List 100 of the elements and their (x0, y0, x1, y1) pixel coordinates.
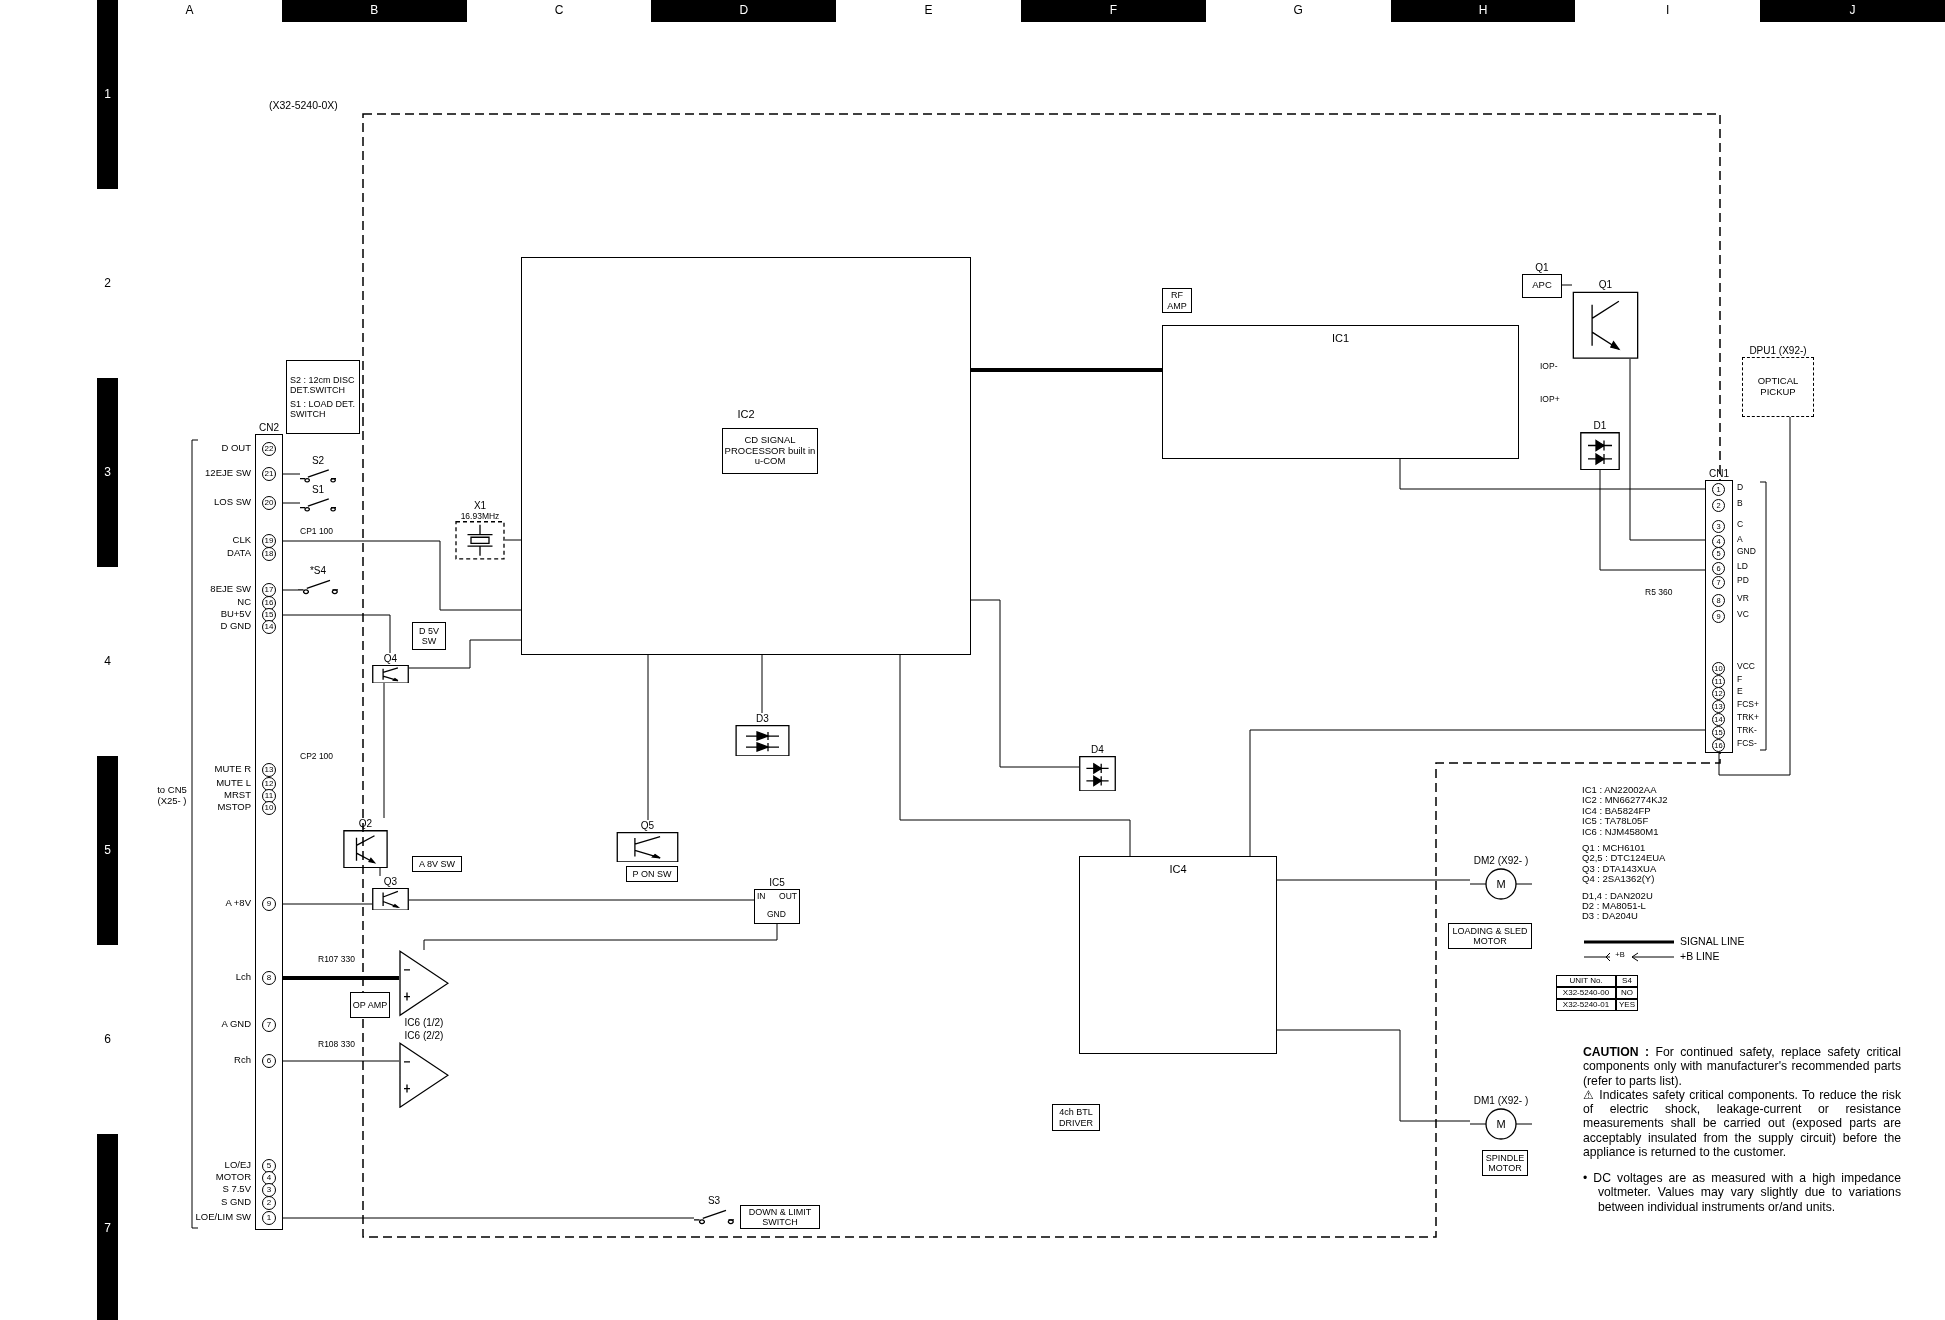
grid-reference: 7 (97, 1134, 118, 1320)
wire (283, 976, 399, 980)
wire (282, 1060, 400, 1062)
wire (1276, 1029, 1471, 1122)
block-label: APC (1532, 280, 1552, 292)
component-label: Q1 (1535, 262, 1549, 274)
pin-name: MOTOR (214, 1172, 251, 1183)
parts-list-entry: IC6 : NJM4580M1 (1582, 826, 1660, 838)
block-label: RF AMP (1166, 290, 1188, 311)
component-label: D3 (756, 713, 769, 725)
pin-name: Lch (234, 972, 251, 983)
table-cell: X32-5240-00 (1556, 987, 1616, 999)
note-text: • DC voltages are as measured with a high impedance voltmeter. Values may vary slightly due to variations between individual instruments or/and units. (1583, 1171, 1901, 1214)
parts-list-entry: IC4 : BA5824FP (1582, 805, 1652, 817)
grid-reference: H (1390, 0, 1576, 22)
grid-reference: D (651, 0, 837, 22)
function-box (722, 428, 818, 474)
caution-text: CAUTION : For continued safety, replace safety critical components only with manufacturer's recommended parts (refer to parts list). (1583, 1045, 1901, 1088)
pin-name: GND (1737, 547, 1757, 557)
wire (282, 473, 301, 475)
component-label: DPU1 (X92-) (1749, 345, 1807, 357)
pin-name: VC (1737, 610, 1750, 620)
parts-list-entry: Q4 : 2SA1362(Y) (1582, 874, 1656, 886)
motor-letter: M (1495, 1117, 1507, 1131)
block-label: S1 : LOAD DET. SWITCH (290, 398, 356, 420)
grid-reference: 1 (97, 0, 118, 189)
component-label: IC6 (2/2) (404, 1030, 444, 1042)
wire (282, 540, 522, 611)
block-label: OPTICAL PICKUP (1756, 375, 1800, 398)
pin-label: IN (757, 891, 766, 902)
wire (282, 589, 299, 591)
grid-reference: 5 (97, 756, 118, 945)
function-box (740, 1205, 820, 1229)
component-value: R108 330 (318, 1040, 356, 1050)
wire (647, 654, 649, 821)
wire (282, 903, 373, 905)
wire (1399, 458, 1706, 490)
wire (970, 599, 1080, 768)
pin-name: FCS+ (1737, 700, 1760, 710)
pin-name: LOE/LIM SW (194, 1212, 251, 1223)
pin-name: PD (1737, 576, 1750, 586)
grid-reference: J (1760, 0, 1945, 22)
component-label: Q2 (358, 818, 373, 830)
function-box (626, 866, 678, 882)
wire (423, 923, 778, 951)
wire (383, 682, 385, 819)
pin-name: A +8V (224, 898, 251, 909)
pin-name: DATA (226, 548, 251, 559)
block-label: LOADING & SLED MOTOR (1451, 925, 1529, 947)
grid-reference: B (281, 0, 467, 22)
parts-list-entry: D2 : MA8051-L (1582, 901, 1647, 912)
component-label: X1 (473, 500, 487, 512)
block-label: CD SIGNAL PROCESSOR built in u-COM (723, 434, 817, 468)
pin-name: MUTE R (213, 764, 251, 775)
pin-name: S 7.5V (221, 1184, 251, 1195)
wire (408, 639, 522, 669)
test-point-label: IOP- (1540, 362, 1559, 372)
parts-list-entry: Q1 : MCH6101 (1582, 843, 1647, 854)
pin-name: MSTOP (216, 802, 251, 813)
parts-list-entry: IC1 : AN22002AA (1582, 785, 1658, 796)
ic-block (521, 257, 971, 655)
component-label: IC5 (769, 877, 785, 889)
block-label: DOWN & LIMIT SWITCH (747, 1206, 813, 1228)
pin-label: OUT (779, 891, 797, 902)
component-label: CN2 (259, 422, 279, 434)
wire (1276, 879, 1471, 881)
motor-letter: M (1495, 877, 1507, 891)
wire (1561, 284, 1573, 286)
block-label: D 5V SW (418, 625, 440, 647)
pin-name: BU+5V (219, 609, 251, 620)
block-label: S2 : 12cm DISC DET.SWITCH (290, 374, 356, 396)
component-label: 16.93MHz (460, 511, 500, 522)
pin-name: F (1737, 675, 1744, 685)
parts-list-entry: IC2 : MN662774KJ2 (1582, 795, 1669, 807)
component-label: IC6 (1/2) (404, 1016, 444, 1028)
pin-label: GND (767, 909, 786, 920)
component-label: CN1 (1709, 468, 1729, 480)
pin-name: 12EJE SW (204, 468, 251, 479)
pin-name: C (1737, 520, 1745, 530)
component-label: S1 (311, 484, 325, 496)
component-value: CP1 100 (300, 527, 335, 537)
pin-name: Rch (233, 1055, 251, 1066)
wire (1249, 729, 1706, 857)
pin-name: CLK (231, 535, 251, 546)
pin-name: B (1737, 499, 1744, 509)
wire (282, 1217, 695, 1219)
component-label: D1 (1593, 420, 1607, 432)
component-label: S2 (311, 455, 325, 467)
pin-name: 8EJE SW (209, 584, 251, 595)
block-label: P ON SW (632, 868, 672, 880)
pin-name: LO/EJ (223, 1160, 251, 1171)
wire (899, 654, 1131, 857)
block-label: IC4 (1169, 863, 1187, 876)
wire (282, 614, 391, 654)
board-number: (X32-5240-0X) (269, 99, 339, 112)
table-cell: YES (1616, 999, 1638, 1011)
pin-name: E (1737, 687, 1744, 697)
wire (761, 654, 763, 714)
block-label: OP AMP (352, 999, 388, 1011)
pin-name: LD (1737, 562, 1749, 572)
